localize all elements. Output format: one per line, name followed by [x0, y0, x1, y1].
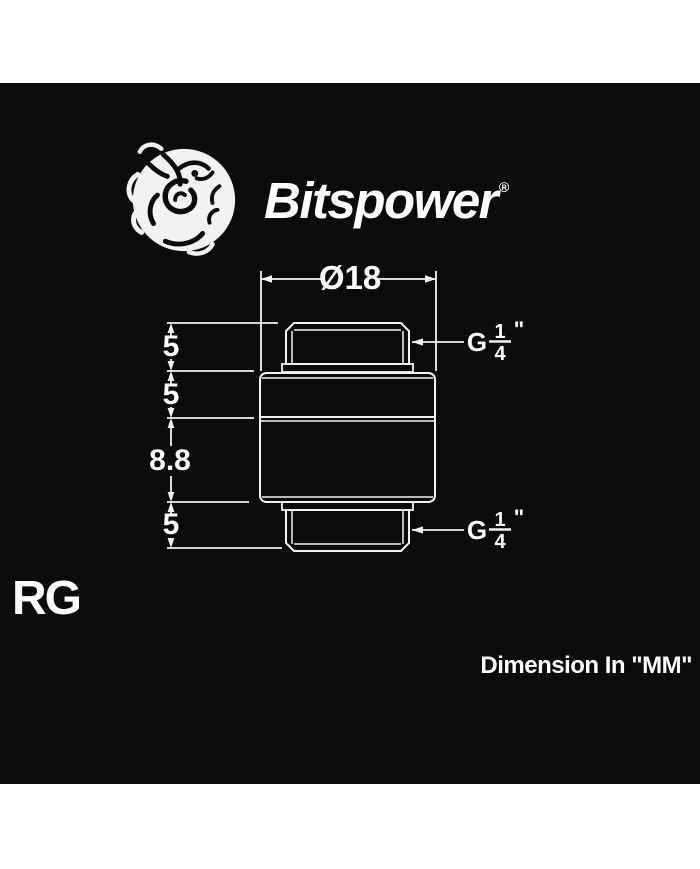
dim-arrow-right-icon [425, 275, 436, 283]
fitting-outline [259, 322, 436, 552]
brand-wordmark: Bitspower® [264, 175, 509, 226]
thread-callout-top: G 1 4 " [412, 317, 524, 365]
dim-label-mid-5: 5 [163, 378, 180, 411]
bitspower-dragon-logo-icon [126, 142, 236, 256]
brand-name: Bitspower [264, 172, 499, 229]
leader-arrow-icon [412, 526, 423, 534]
fitting-dimension-drawing: Ø18 [149, 259, 524, 553]
bottom-thread-port [281, 501, 414, 552]
dim-label-8-8: 8.8 [149, 444, 191, 477]
thread-top-numerator: 1 [494, 321, 505, 343]
units-note: Dimension In "MM" [480, 652, 692, 679]
thread-bottom-numerator: 1 [494, 509, 505, 531]
logo-black-swirls [147, 152, 222, 247]
product-code: RG [12, 572, 82, 625]
thread-bottom-denominator: 4 [494, 531, 506, 553]
dim-label-top-5: 5 [163, 330, 180, 363]
logo-outer-curls [126, 142, 215, 256]
left-dimension-lines [167, 322, 282, 549]
main-body [259, 372, 436, 503]
spec-panel: Bitspower® [0, 83, 700, 784]
thread-top-g: G [467, 327, 487, 357]
thread-top-inch-mark: " [514, 317, 524, 342]
registered-trademark-symbol: ® [499, 179, 510, 195]
leader-arrow-icon [412, 338, 423, 346]
dim-arrow-left-icon [261, 275, 272, 283]
logo-dragon-eye [191, 169, 199, 177]
diameter-label: Ø18 [319, 259, 381, 296]
left-dimension-arrows [167, 323, 175, 548]
thread-top-denominator: 4 [494, 343, 506, 365]
thread-callout-bottom: G 1 4 " [412, 505, 524, 553]
diameter-dimension [260, 271, 437, 371]
thread-bottom-g: G [467, 515, 487, 545]
thread-bottom-inch-mark: " [514, 505, 524, 530]
top-thread-port [281, 322, 414, 373]
dim-label-bottom-5: 5 [163, 508, 180, 541]
